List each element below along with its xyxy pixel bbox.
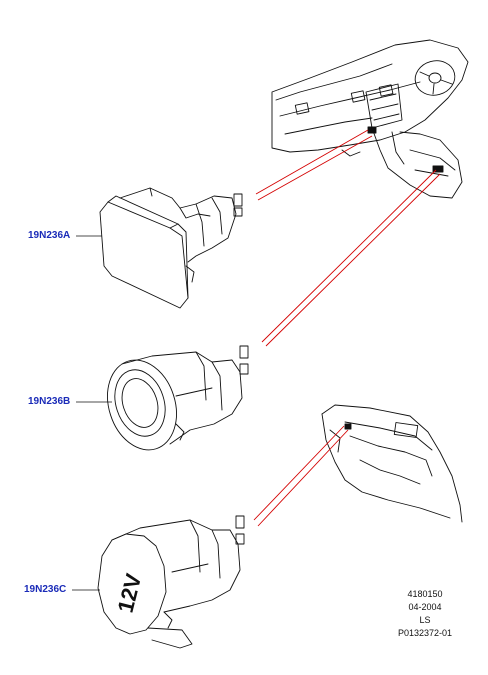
leader-a-lower [257, 135, 373, 201]
leader-a-upper [255, 129, 369, 195]
callout-19n236c: 19N236C [24, 584, 67, 595]
reference-drawing-id: P0132372-01 [397, 628, 453, 638]
leader-c-upper [253, 425, 345, 521]
socket-19n236b [107, 345, 249, 451]
socket-19n236a [99, 187, 243, 309]
reference-date: 04-2004 [408, 602, 442, 612]
leader-b-lower [265, 173, 441, 347]
socket-19n236c [97, 515, 245, 649]
callout-19n236b: 19N236B [28, 396, 71, 407]
dashboard-illustration [271, 39, 469, 199]
reference-number: 4180150 [407, 589, 443, 599]
reference-model: LS [419, 615, 431, 625]
callout-leaders [72, 235, 112, 591]
callout-19n236a: 19N236A [28, 230, 71, 241]
leader-b-upper [261, 169, 437, 343]
reference-block: 4180150 04-2004 LS P0132372-01 [380, 588, 470, 640]
leader-lines [253, 129, 441, 527]
loadspace-illustration [321, 404, 463, 523]
leader-c-lower [257, 429, 349, 527]
